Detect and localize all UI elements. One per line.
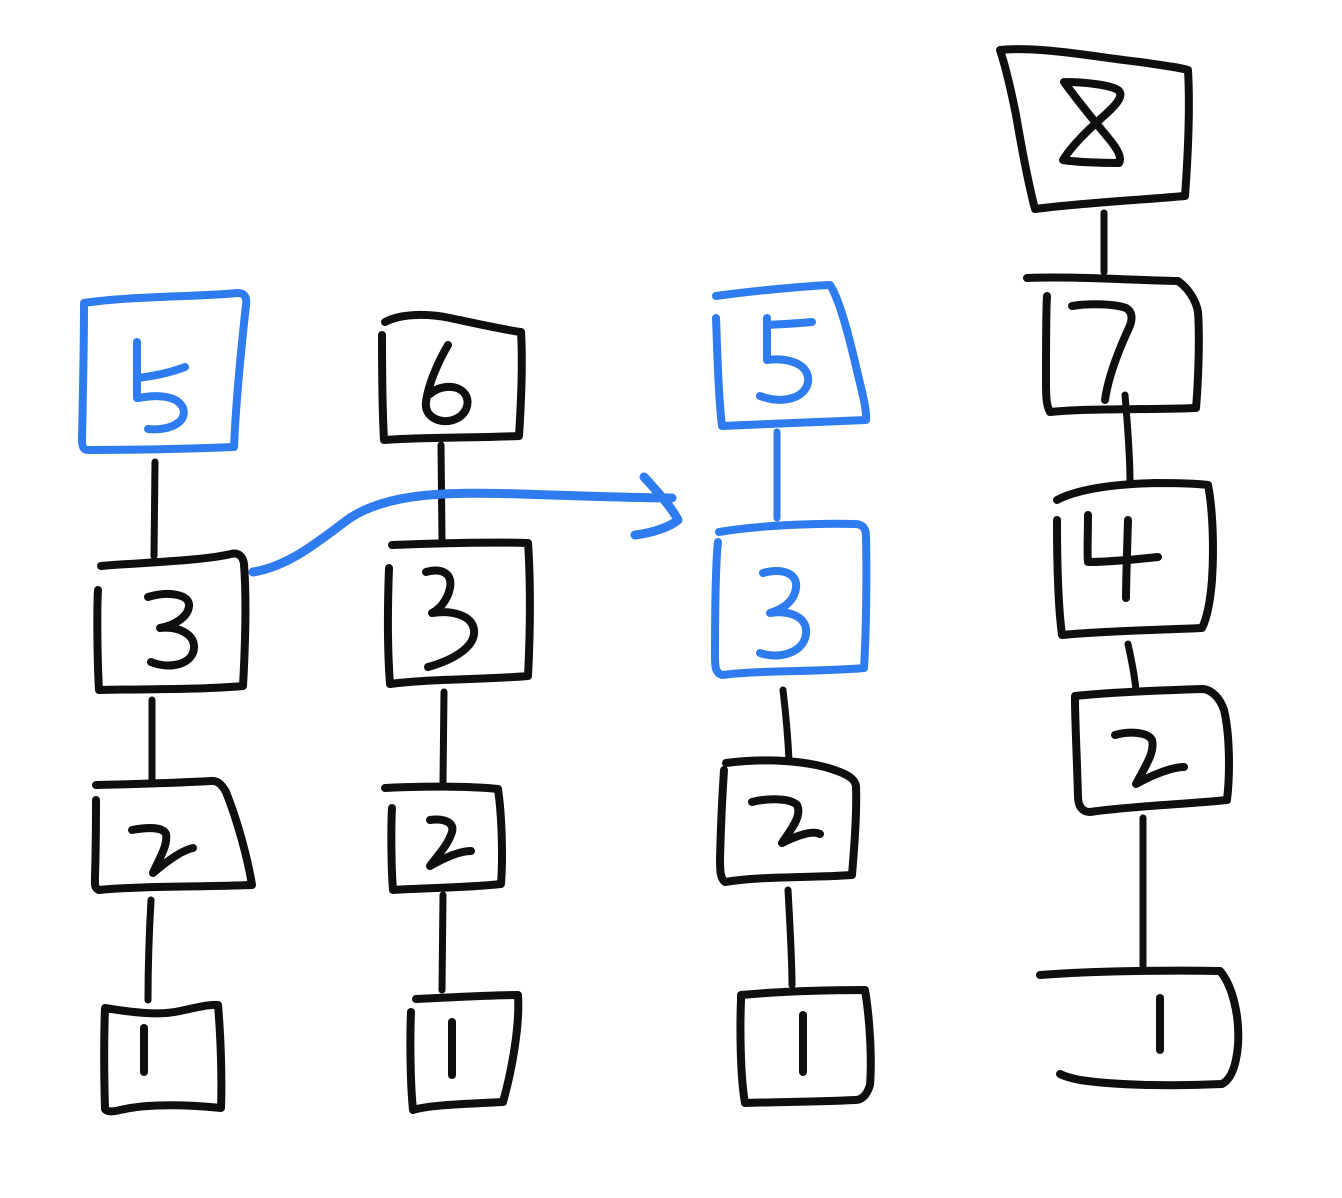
digit-5 — [133, 338, 189, 434]
node-2-list-three[interactable] — [716, 756, 861, 886]
node-4-list-four[interactable] — [1053, 479, 1217, 639]
arrow-shaft — [248, 488, 677, 577]
list-four — [996, 45, 1243, 1090]
node-5-list-three[interactable] — [712, 281, 871, 430]
node-1-list-two[interactable] — [406, 991, 523, 1114]
node-box — [1053, 479, 1217, 639]
digit-8 — [1059, 78, 1125, 167]
node-box — [406, 991, 523, 1114]
node-3-list-one[interactable] — [93, 549, 250, 694]
node-box — [1071, 685, 1233, 816]
node-5-list-one[interactable] — [78, 289, 251, 454]
node-box — [100, 1000, 226, 1116]
node-box — [712, 281, 871, 430]
digit-3 — [144, 590, 198, 670]
digit-2 — [128, 824, 197, 877]
node-box — [711, 519, 871, 679]
digit-3 — [422, 566, 478, 671]
edge-5-to-3 — [150, 458, 159, 560]
edge-2-to-1 — [438, 891, 447, 994]
edge-7-to-4 — [1121, 391, 1134, 486]
node-1-list-four[interactable] — [1036, 966, 1243, 1090]
node-8-list-four[interactable] — [996, 45, 1193, 213]
digit-6 — [421, 341, 472, 425]
digit-2 — [426, 815, 475, 870]
list-two — [378, 310, 534, 1114]
node-3-list-two[interactable] — [384, 538, 534, 688]
node-box — [1036, 966, 1243, 1090]
node-3-list-three[interactable] — [711, 519, 871, 679]
node-box — [736, 986, 875, 1107]
node-box — [1023, 273, 1203, 416]
node-7-list-four[interactable] — [1023, 273, 1203, 416]
digit-2 — [748, 795, 824, 847]
edge-4-to-2 — [1124, 640, 1140, 694]
node-box — [384, 538, 534, 688]
node-box — [716, 756, 861, 886]
node-box — [996, 45, 1193, 213]
edge-3-to-2 — [779, 686, 793, 764]
blue-insert-arrow[interactable] — [248, 472, 683, 577]
list-one — [78, 289, 256, 1116]
edge-3-to-2 — [439, 688, 448, 786]
node-2-list-one[interactable] — [90, 776, 256, 894]
edge-2-to-1 — [784, 886, 796, 989]
node-2-list-two[interactable] — [381, 782, 506, 894]
digit-4 — [1083, 511, 1162, 602]
node-1-list-one[interactable] — [100, 1000, 226, 1116]
list-three-result — [711, 281, 875, 1107]
digit-2 — [1111, 728, 1188, 788]
digit-5 — [756, 314, 816, 404]
digit-3 — [756, 567, 811, 660]
node-1-list-three[interactable] — [736, 986, 875, 1107]
node-box — [378, 310, 526, 444]
node-box — [93, 549, 250, 694]
node-box — [381, 782, 506, 894]
arrow-head — [630, 472, 683, 540]
node-6-list-two[interactable] — [378, 310, 526, 444]
node-2-list-four[interactable] — [1071, 685, 1233, 816]
edge-2-to-1 — [144, 896, 155, 1004]
node-box — [90, 776, 256, 894]
digit-7 — [1068, 300, 1136, 404]
node-box — [78, 289, 251, 454]
